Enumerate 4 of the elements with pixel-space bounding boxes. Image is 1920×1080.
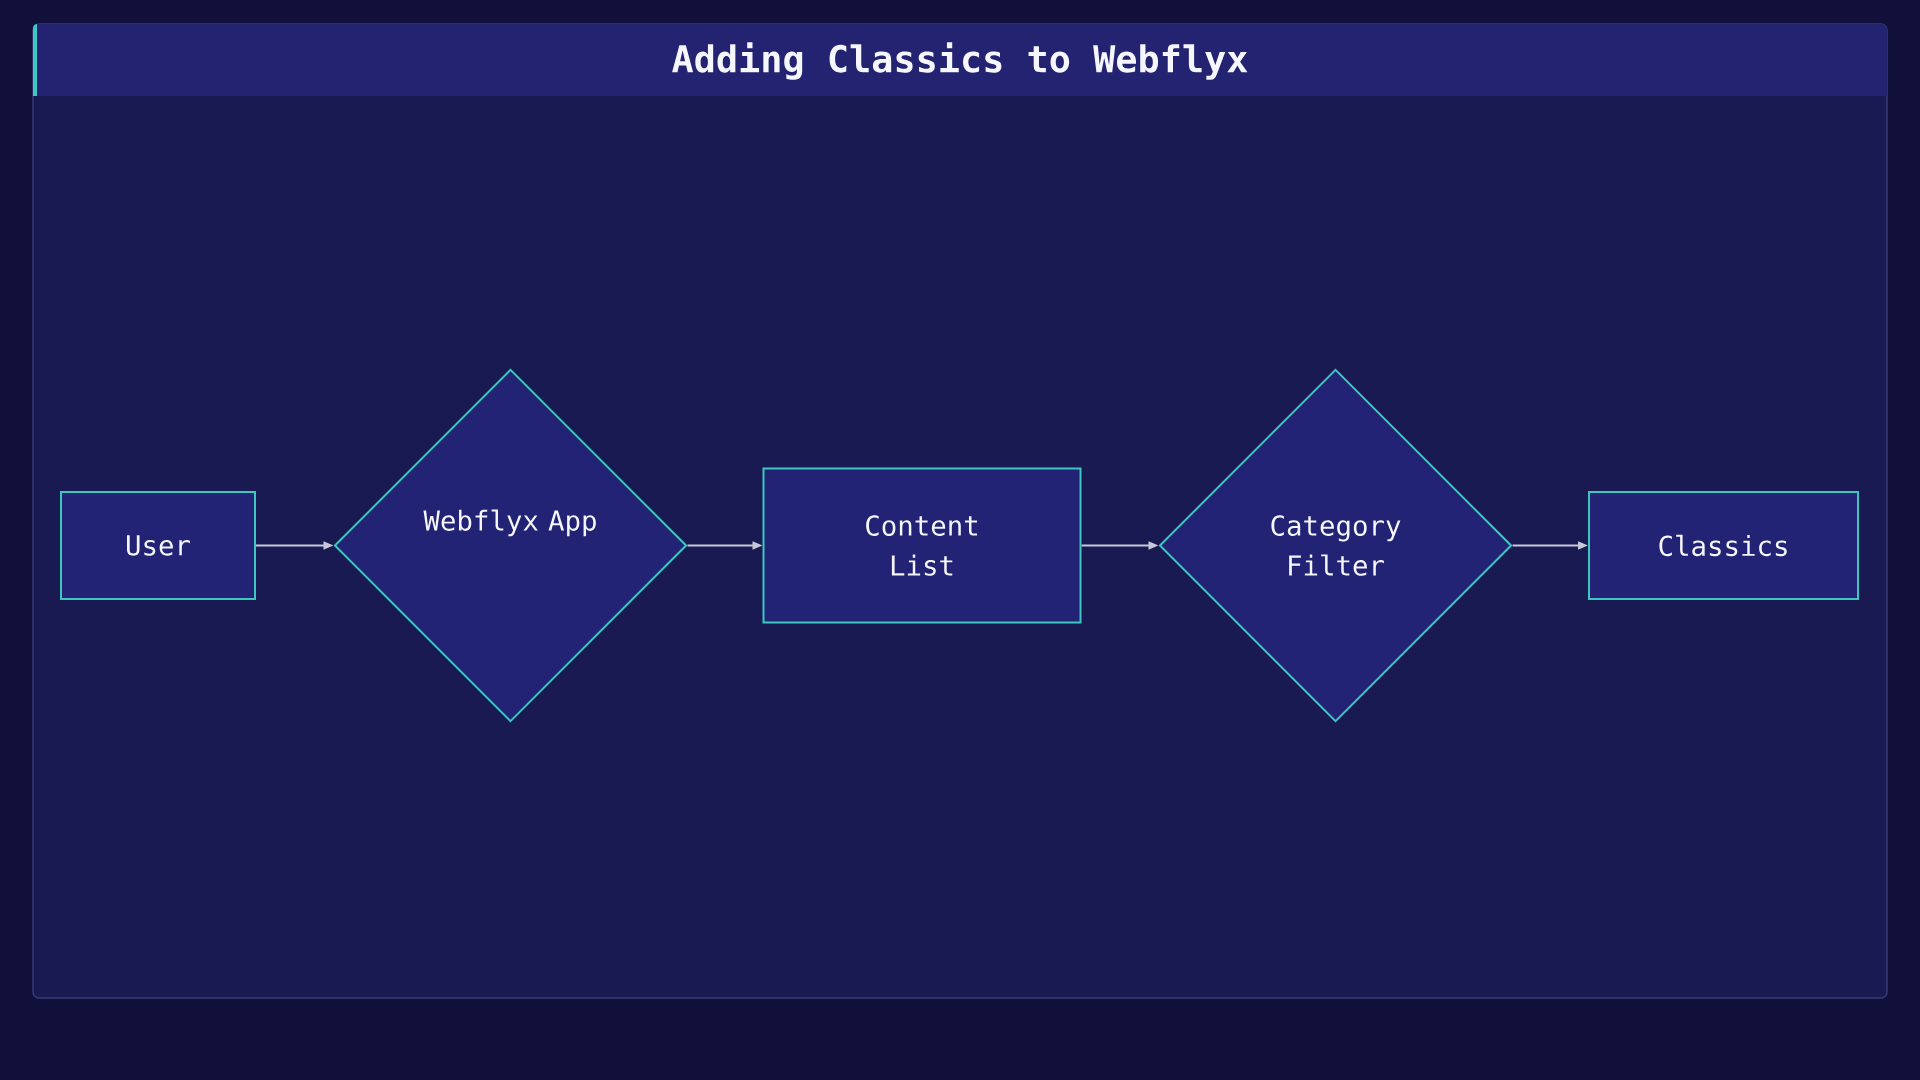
title-bar: Adding Classics to Webflyx <box>33 24 1887 96</box>
process-box: User <box>60 491 256 600</box>
process-box: Content List <box>762 467 1082 624</box>
process-box: Classics <box>1588 491 1859 600</box>
